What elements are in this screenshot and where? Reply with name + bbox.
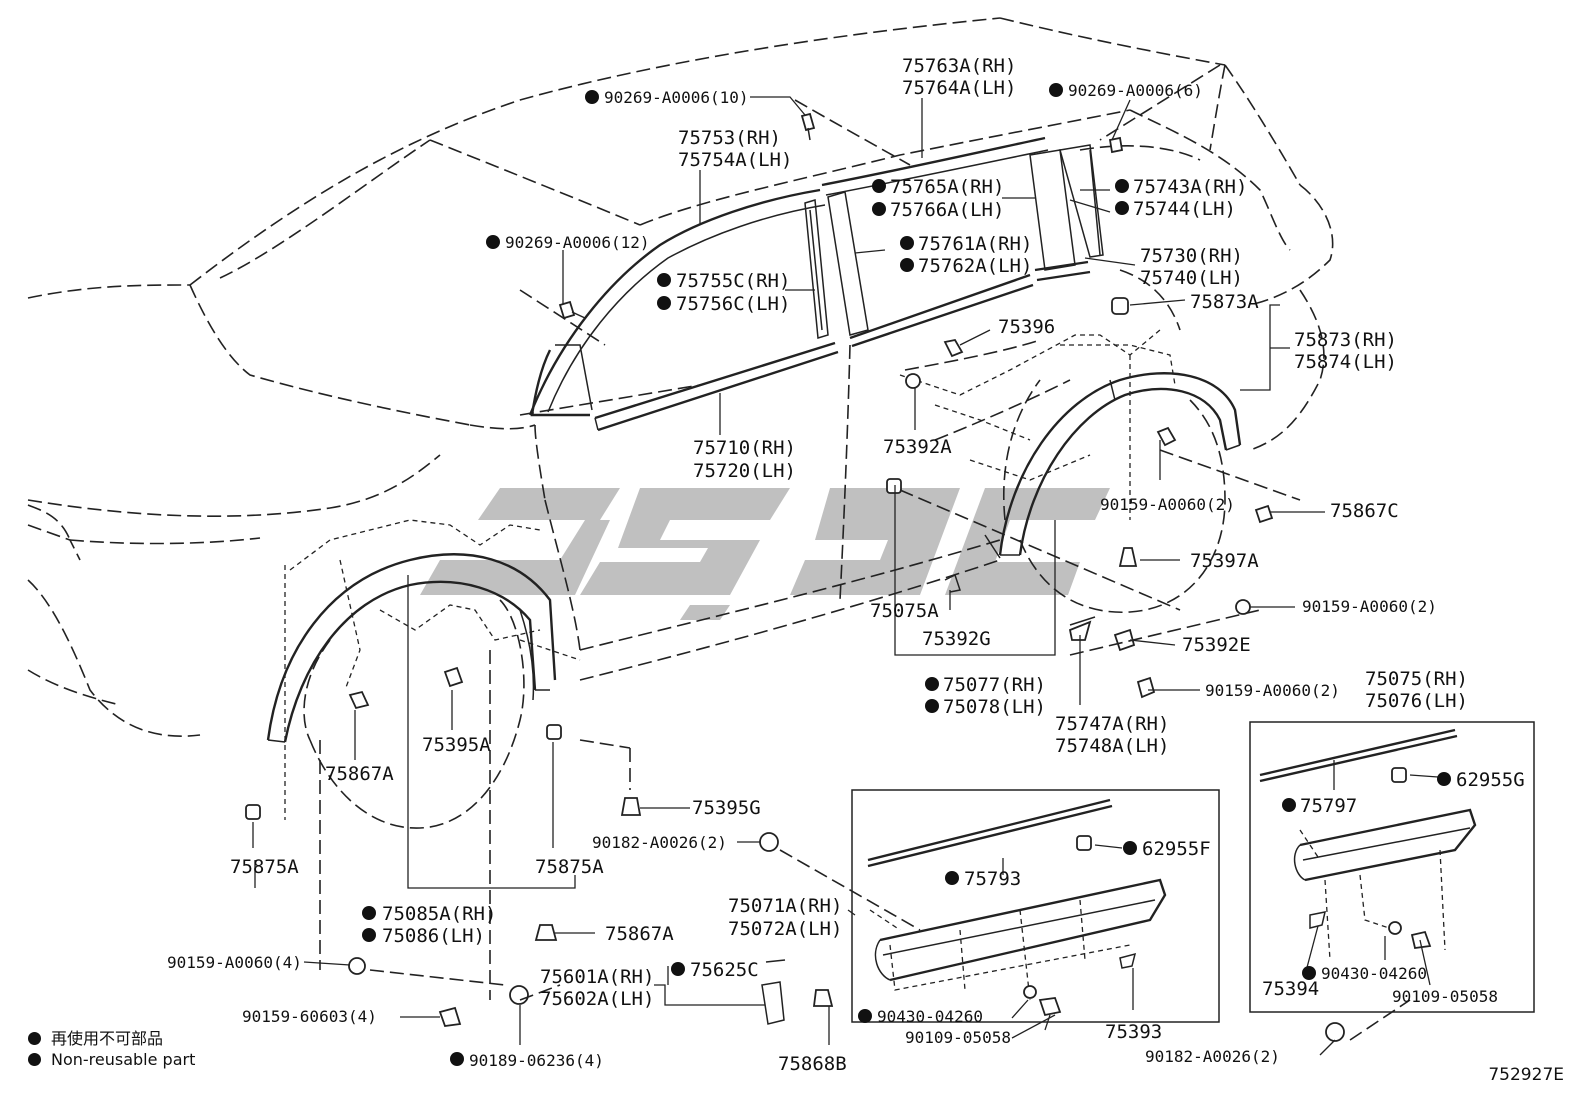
label-90159-r1: 90159-A0060(2) bbox=[1100, 495, 1235, 514]
label-75076: 75076(LH) bbox=[1365, 690, 1468, 712]
label-75761A: 75761A(RH) bbox=[918, 233, 1032, 255]
label-75867A-1: 75867A bbox=[325, 763, 394, 785]
vehicle-body-outline bbox=[27, 17, 1334, 737]
label-75763A: 75763A(RH) bbox=[902, 55, 1016, 77]
label-75392A: 75392A bbox=[883, 436, 952, 458]
label-75395G: 75395G bbox=[692, 797, 761, 819]
label-75086: 75086(LH) bbox=[382, 925, 485, 947]
label-90159-60603: 90159-60603(4) bbox=[242, 1007, 377, 1026]
non-reusable-markers bbox=[362, 83, 1451, 1066]
label-75747A: 75747A(RH) bbox=[1055, 713, 1169, 735]
label-75075A: 75075A bbox=[870, 600, 939, 622]
label-75072A: 75072A(LH) bbox=[728, 918, 842, 940]
label-75743A: 75743A(RH) bbox=[1133, 176, 1247, 198]
front-wheel-area bbox=[266, 519, 581, 829]
label-75392E: 75392E bbox=[1182, 634, 1251, 656]
legend-jp: 再使用不可部品 bbox=[28, 1025, 163, 1049]
label-90182-1: 90182-A0026(2) bbox=[592, 833, 727, 852]
leader-lines bbox=[252, 64, 1439, 1056]
label-75753: 75753(RH) bbox=[678, 127, 781, 149]
watermark-logo bbox=[420, 488, 1110, 620]
figure-id: 752927E bbox=[1488, 1065, 1564, 1085]
label-75793: 75793 bbox=[964, 868, 1021, 890]
label-75393: 75393 bbox=[1105, 1021, 1162, 1043]
label-75754A: 75754A(LH) bbox=[678, 149, 792, 171]
label-75873: 75873(RH) bbox=[1294, 329, 1397, 351]
label-90269-10: 90269-A0006(10) bbox=[604, 88, 749, 107]
rocker-panel-right-box bbox=[1249, 721, 1535, 1013]
label-75873A: 75873A bbox=[1190, 291, 1259, 313]
label-90109-2: 90109-05058 bbox=[1392, 987, 1498, 1006]
label-90269-12: 90269-A0006(12) bbox=[505, 233, 650, 252]
label-62955F: 62955F bbox=[1142, 838, 1211, 860]
label-75797: 75797 bbox=[1300, 795, 1357, 817]
part-labels: 75763A(RH) 75764A(LH) 90269-A0006(10) 90… bbox=[167, 55, 1525, 1075]
fasteners bbox=[245, 112, 1345, 1042]
label-75748A: 75748A(LH) bbox=[1055, 735, 1169, 757]
label-90109-1: 90109-05058 bbox=[905, 1028, 1011, 1047]
label-75867A-2: 75867A bbox=[605, 923, 674, 945]
label-75602A: 75602A(LH) bbox=[540, 988, 654, 1010]
label-90269-6: 90269-A0006(6) bbox=[1068, 81, 1203, 100]
rear-wheel-area bbox=[899, 329, 1242, 613]
label-75740: 75740(LH) bbox=[1140, 267, 1243, 289]
label-75078: 75078(LH) bbox=[943, 696, 1046, 718]
label-75077: 75077(RH) bbox=[943, 674, 1046, 696]
label-75394: 75394 bbox=[1262, 978, 1319, 1000]
label-90182-2: 90182-A0026(2) bbox=[1145, 1047, 1280, 1066]
label-75765A: 75765A(RH) bbox=[890, 176, 1004, 198]
label-75875A-2: 75875A bbox=[535, 856, 604, 878]
label-75744: 75744(LH) bbox=[1133, 198, 1236, 220]
label-75730: 75730(RH) bbox=[1140, 245, 1243, 267]
label-75601A: 75601A(RH) bbox=[540, 966, 654, 988]
label-62955G: 62955G bbox=[1456, 769, 1525, 791]
label-75710: 75710(RH) bbox=[693, 437, 796, 459]
label-90159-4: 90159-A0060(4) bbox=[167, 953, 302, 972]
label-75720: 75720(LH) bbox=[693, 460, 796, 482]
label-75085A: 75085A(RH) bbox=[382, 903, 496, 925]
label-75762A: 75762A(LH) bbox=[918, 255, 1032, 277]
label-75867C: 75867C bbox=[1330, 500, 1399, 522]
label-75075: 75075(RH) bbox=[1365, 668, 1468, 690]
label-75874: 75874(LH) bbox=[1294, 351, 1397, 373]
legend-en-text: Non-reusable part bbox=[51, 1050, 196, 1069]
label-75397A: 75397A bbox=[1190, 550, 1259, 572]
bullet-icon bbox=[28, 1053, 41, 1066]
rocker-panel-left-box bbox=[851, 789, 1220, 1023]
label-75868B: 75868B bbox=[778, 1053, 847, 1075]
label-90159-r2: 90159-A0060(2) bbox=[1302, 597, 1437, 616]
label-75764A: 75764A(LH) bbox=[902, 77, 1016, 99]
legend-jp-text: 再使用不可部品 bbox=[51, 1029, 164, 1048]
bullet-icon bbox=[28, 1032, 41, 1045]
label-75071A: 75071A(RH) bbox=[728, 895, 842, 917]
label-90430-1: 90430-04260 bbox=[877, 1007, 983, 1026]
label-90189: 90189-06236(4) bbox=[469, 1051, 604, 1070]
label-75755C: 75755C(RH) bbox=[676, 270, 790, 292]
label-90159-r3: 90159-A0060(2) bbox=[1205, 681, 1340, 700]
label-75756C: 75756C(LH) bbox=[676, 293, 790, 315]
label-90430-2: 90430-04260 bbox=[1321, 964, 1427, 983]
label-75396: 75396 bbox=[998, 316, 1055, 338]
window-mouldings bbox=[528, 136, 1104, 432]
label-75395A: 75395A bbox=[422, 734, 491, 756]
label-75766A: 75766A(LH) bbox=[890, 199, 1004, 221]
label-75625C: 75625C bbox=[690, 959, 759, 981]
legend-en: Non-reusable part bbox=[28, 1050, 195, 1069]
label-75392G: 75392G bbox=[922, 628, 991, 650]
label-75875A-1: 75875A bbox=[230, 856, 299, 878]
